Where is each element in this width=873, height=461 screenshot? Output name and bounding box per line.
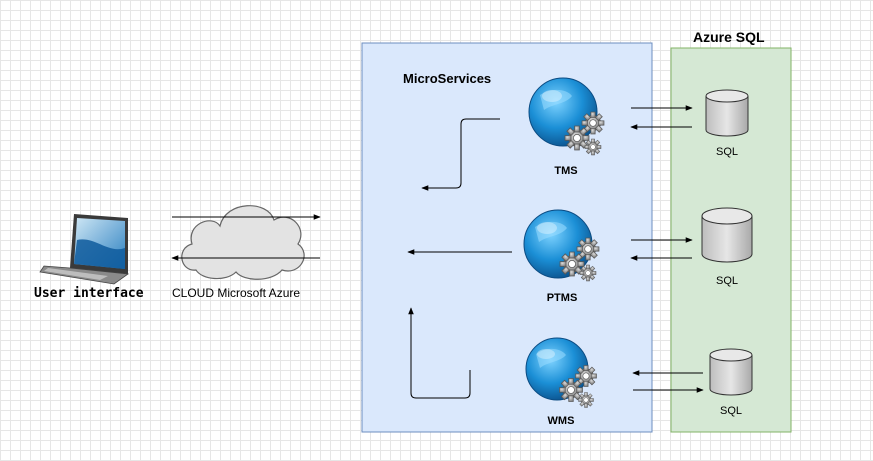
service-label-tms: TMS [554,165,578,177]
microservices-container [361,42,653,433]
database-icon [709,348,753,396]
service-label-wms: WMS [547,415,575,427]
cloud-icon [181,205,305,280]
laptop-icon [39,214,130,285]
microservices-title: MicroServices [403,71,492,86]
arrow-tms-flow [421,118,500,191]
database-icon [705,89,749,137]
cloud-label: CLOUD Microsoft Azure [172,286,301,300]
tms-globe-icon [528,77,598,147]
azure-sql-title: Azure SQL [693,29,765,45]
service-label-ptms: PTMS [546,292,578,304]
database-icon [701,207,753,263]
user-interface-label: User interface [34,286,144,301]
sql-label: SQL [715,146,738,158]
arrow-wms-flow [408,307,471,399]
sql-label: SQL [719,405,742,417]
sql-label: SQL [715,275,738,287]
